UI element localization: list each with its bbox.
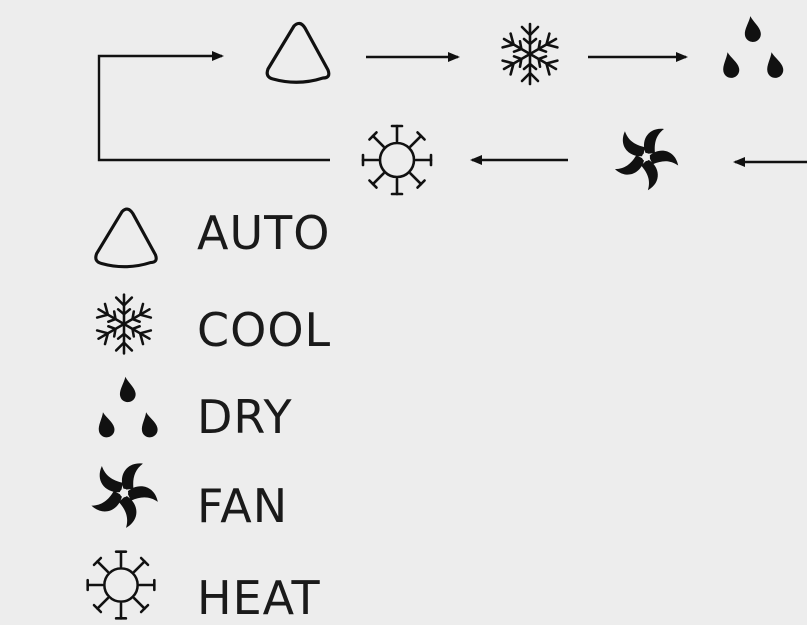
cycle-auto-icon (265, 21, 331, 84)
cycle-return-line (97, 51, 330, 162)
cycle-dry-icon (720, 15, 785, 79)
legend-label-fan: FAN (197, 479, 289, 533)
legend-auto-icon (94, 207, 158, 269)
legend-dry-icon (95, 376, 159, 439)
legend-label-heat: HEAT (197, 571, 321, 625)
legend-fan-icon (91, 463, 158, 528)
legend-cool-icon (95, 295, 154, 354)
legend-label-cool: COOL (197, 303, 332, 357)
cycle-cool-icon (500, 24, 560, 84)
cycle-heat-icon (363, 126, 431, 194)
cycle-fan-icon (615, 129, 679, 191)
legend-heat-icon (88, 552, 155, 619)
legend-label-dry: DRY (197, 390, 293, 444)
legend-label-auto: AUTO (197, 206, 331, 260)
